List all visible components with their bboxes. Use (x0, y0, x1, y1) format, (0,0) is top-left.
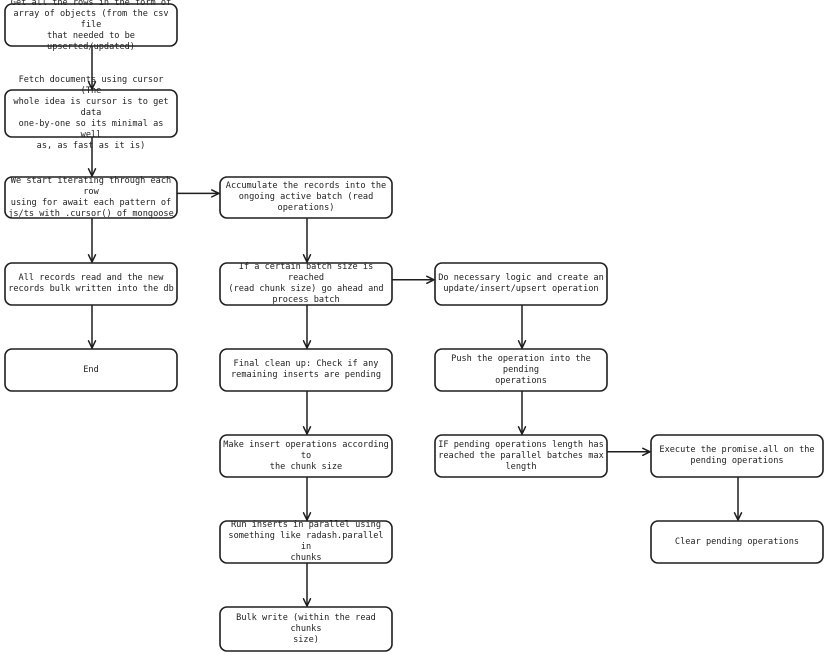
node-label-make-insert: Make insert operations according to the … (223, 439, 389, 472)
node-label-iterate: We start iterating through each row usin… (8, 175, 174, 219)
arrowhead-icon (302, 512, 312, 522)
node-label-all-read: All records read and the new records bul… (8, 273, 174, 294)
arrowhead-icon (87, 254, 97, 264)
edge-pending-length-to-execute-promise (607, 447, 652, 457)
arrowhead-icon (302, 426, 312, 436)
edge-fetch-cursor-to-iterate (87, 137, 97, 178)
node-label-pending-length: IF pending operations length has reached… (438, 439, 604, 472)
node-label-end: End (83, 364, 99, 375)
edge-all-read-to-end (87, 305, 97, 350)
node-box-all-read (4, 262, 178, 306)
edge-batch-reached-to-necessary-logic (392, 275, 436, 285)
edge-make-insert-to-run-parallel (302, 477, 312, 522)
edge-get-rows-to-fetch-cursor (87, 46, 97, 91)
arrowhead-icon (642, 447, 652, 457)
arrowhead-icon (302, 598, 312, 608)
edge-push-op-to-pending-length (517, 391, 527, 436)
node-box-necessary-logic (434, 262, 608, 306)
node-label-accumulate: Accumulate the records into the ongoing … (225, 181, 387, 213)
node-box-batch-reached (219, 262, 393, 306)
node-label-necessary-logic: Do necessary logic and create an update/… (438, 273, 604, 294)
node-box-pending-length (434, 434, 608, 478)
node-label-fetch-cursor: Fetch documents using cursor (The whole … (13, 75, 169, 151)
arrowhead-icon (302, 254, 312, 264)
edge-final-cleanup-to-make-insert (302, 391, 312, 436)
arrowhead-icon (87, 168, 97, 178)
arrowhead-icon (517, 426, 527, 436)
edge-run-parallel-to-bulk-write (302, 563, 312, 608)
edge-execute-promise-to-clear-pending (733, 477, 743, 522)
node-box-accumulate (219, 176, 393, 219)
node-box-make-insert (219, 434, 393, 478)
node-box-bulk-write (219, 606, 393, 652)
edge-iterate-to-all-read (87, 218, 97, 264)
node-box-fetch-cursor (4, 89, 178, 138)
node-label-bulk-write: Bulk write (within the read chunks size) (236, 612, 376, 645)
node-label-clear-pending: Clear pending operations (674, 536, 800, 547)
node-label-run-parallel: Run inserts in parallel using something … (228, 520, 384, 563)
arrowhead-icon (733, 512, 743, 522)
node-box-get-rows (4, 3, 178, 47)
arrowhead-icon (426, 275, 436, 285)
edge-batch-reached-to-final-cleanup (302, 305, 312, 350)
node-box-push-op (434, 348, 608, 392)
arrowhead-icon (87, 340, 97, 350)
edge-accumulate-to-batch-reached (302, 218, 312, 264)
node-box-run-parallel (219, 520, 393, 564)
arrowhead-icon (302, 340, 312, 350)
node-label-execute-promise: Execute the promise.all on the pending o… (659, 445, 815, 466)
node-label-batch-reached: If a certain batch size is reached (read… (228, 262, 384, 305)
node-box-clear-pending (650, 520, 824, 564)
node-box-final-cleanup (219, 348, 393, 392)
edge-necessary-logic-to-push-op (517, 305, 527, 350)
node-box-end (4, 348, 178, 392)
arrowhead-icon (517, 340, 527, 350)
node-label-push-op: Push the operation into the pending oper… (451, 353, 591, 386)
edge-iterate-to-accumulate (177, 189, 221, 198)
node-label-final-cleanup: Final clean up: Check if any remaining i… (230, 359, 382, 380)
arrowhead-icon (87, 81, 97, 91)
node-box-execute-promise (650, 434, 824, 478)
arrowhead-icon (211, 189, 221, 198)
node-box-iterate (4, 176, 178, 219)
node-label-get-rows: Get all the rows in the form of array of… (10, 0, 172, 52)
